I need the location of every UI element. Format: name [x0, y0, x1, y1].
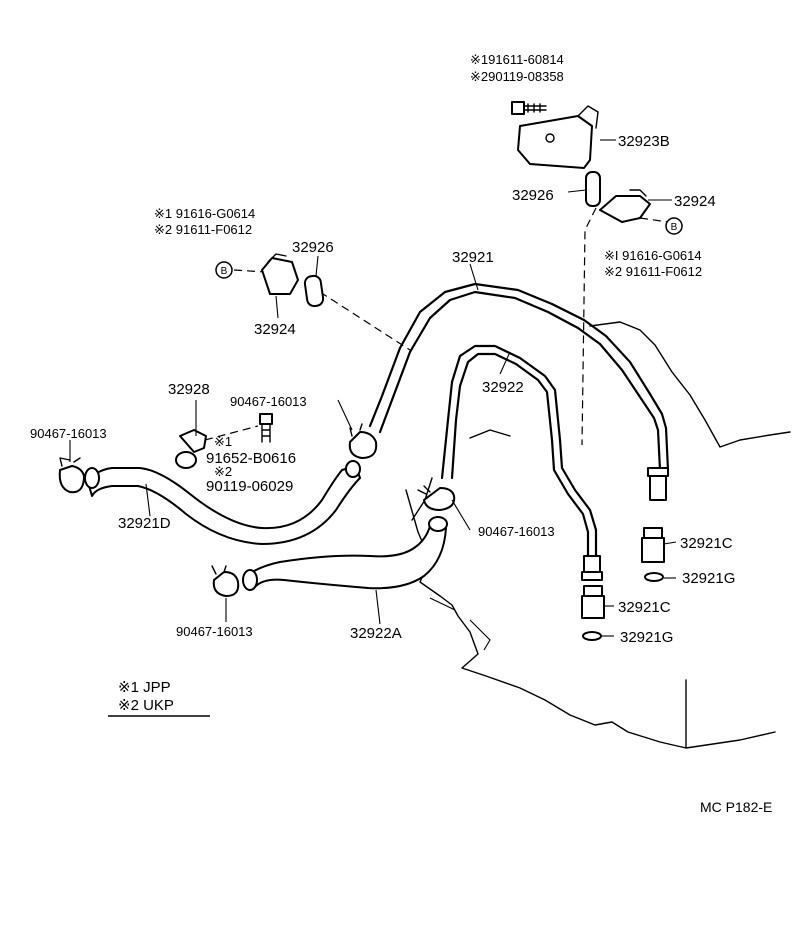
pipe-32921 — [378, 290, 662, 472]
label-32923b: 32923B — [618, 133, 670, 150]
guide-line-b-left — [233, 269, 266, 273]
clamp-bottom — [211, 565, 240, 597]
label-32924-left: 32924 — [254, 321, 296, 338]
svg-text:B: B — [671, 222, 678, 233]
marker-b-left: B — [215, 261, 233, 279]
fitting-32921c-upper — [641, 527, 665, 563]
leader-lines — [69, 139, 677, 637]
label-clamp-center: 90467-16013 — [478, 524, 555, 539]
hose-32921d-end — [84, 467, 100, 489]
label-32921c-lower: 32921C — [618, 599, 671, 616]
pipe-32922-inner — [450, 352, 590, 562]
legend-jpp: ※1 JPP — [118, 679, 171, 696]
label-bolt-top-2: ※290119-08358 — [470, 69, 564, 84]
label-32922: 32922 — [482, 379, 524, 396]
fitting-pipe-32921-end — [647, 467, 669, 501]
label-clamp-mid: 90467-16013 — [230, 394, 307, 409]
label-bolt-x2: ※2 — [214, 464, 232, 479]
clamp-left — [58, 457, 85, 494]
label-b-left-1: ※1 91616-G0614 — [154, 206, 255, 221]
clamp-32924-right — [599, 189, 651, 223]
label-32921c-upper: 32921C — [680, 535, 733, 552]
label-32924-right: 32924 — [674, 193, 716, 210]
label-clamp-left: 90467-16013 — [30, 426, 107, 441]
label-b-left-2: ※2 91611-F0612 — [154, 222, 252, 237]
label-b-right-2: ※2 91611-F0612 — [604, 264, 702, 279]
label-bolt-90119: 90119-06029 — [206, 478, 293, 495]
svg-text:B: B — [221, 266, 228, 277]
sleeve-32926-right — [585, 171, 601, 207]
label-32928: 32928 — [168, 381, 210, 398]
clamp-32928 — [175, 429, 207, 469]
clamp-center — [417, 485, 456, 511]
marker-b-right: B — [665, 217, 683, 235]
bolt-91652 — [259, 413, 273, 443]
legend: ※1 JPP ※2 UKP — [108, 679, 210, 717]
guide-line-bolt — [204, 425, 259, 441]
gasket-32921g-upper — [644, 572, 664, 582]
guide-line-left — [319, 291, 411, 351]
label-32926-left: 32926 — [292, 239, 334, 256]
label-32921g-lower: 32921G — [620, 629, 673, 646]
clamp-32924-left — [261, 253, 299, 295]
guide-line-b-right — [639, 217, 669, 223]
label-b-right-1: ※I 91616-G0614 — [604, 248, 702, 263]
hose-32921d — [87, 465, 361, 545]
hose-32921d-end2 — [345, 460, 361, 478]
label-bolt-top-1: ※191611-60814 — [470, 52, 564, 67]
label-bolt-91652: 91652-B0616 — [206, 450, 296, 467]
fitting-32921c-lower — [581, 585, 605, 619]
legend-ukp: ※2 UKP — [118, 697, 174, 714]
fitting-pipe-32922-end — [581, 555, 603, 581]
bolt-top — [511, 101, 547, 115]
label-32921: 32921 — [452, 249, 494, 266]
bracket-32923b — [517, 105, 599, 169]
label-32922a: 32922A — [350, 625, 402, 642]
hose-32922a-end2 — [428, 516, 448, 532]
label-32921g-upper: 32921G — [682, 570, 735, 587]
clamp-mid — [348, 423, 378, 459]
sleeve-32926-left — [303, 274, 325, 308]
label-32921d: 32921D — [118, 515, 171, 532]
diagram-code: MC P182-E — [700, 799, 772, 815]
label-bolt-x1: ※1 — [214, 434, 232, 449]
engine-outline-detail — [429, 597, 491, 651]
gasket-32921g-lower — [582, 631, 602, 641]
label-clamp-bottom: 90467-16013 — [176, 624, 253, 639]
hose-32922a-end — [242, 569, 258, 591]
label-32926-right: 32926 — [512, 187, 554, 204]
pipe-32921-inner — [368, 282, 670, 472]
pipe-32922 — [440, 344, 598, 562]
